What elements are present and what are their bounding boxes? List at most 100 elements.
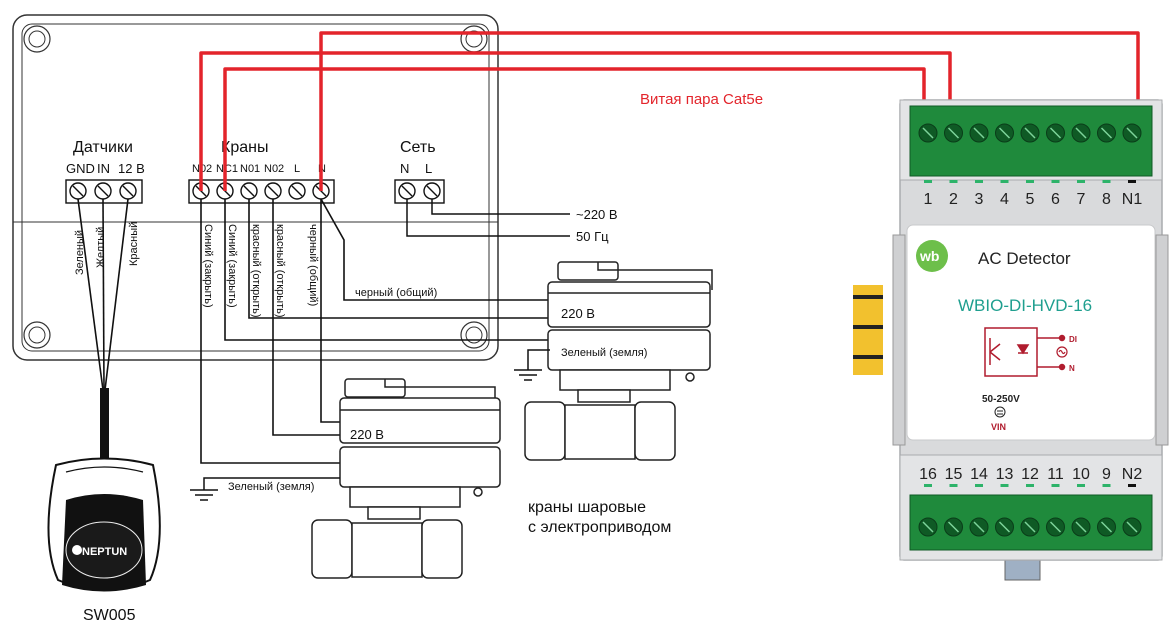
top-terminal-1: 1 bbox=[924, 191, 933, 208]
optocoupler-icon bbox=[984, 327, 1066, 377]
valve-terminals bbox=[188, 179, 335, 204]
terminal-screw-slot bbox=[973, 127, 985, 139]
module-title: AC Detector bbox=[978, 249, 1071, 268]
top-terminal-7: 7 bbox=[1077, 191, 1086, 208]
twisted-pair-wires bbox=[199, 31, 1140, 191]
ground-symbol-icon bbox=[994, 406, 1006, 418]
sensor-wire-green: Зеленый bbox=[74, 230, 86, 275]
bottom-terminal-screws bbox=[918, 517, 1142, 537]
status-led bbox=[924, 180, 932, 183]
terminal-screw-slot bbox=[1100, 521, 1113, 533]
ball-valve-icon bbox=[311, 378, 501, 579]
valve2-voltage: 220 В bbox=[350, 427, 384, 442]
terminal-screw-slot bbox=[1075, 521, 1087, 533]
bottom-terminal-N2: N2 bbox=[1122, 466, 1143, 483]
bottom-terminal-10: 10 bbox=[1072, 466, 1090, 483]
terminal-screw-slot bbox=[1126, 521, 1138, 533]
valves-group-title: Краны bbox=[221, 139, 268, 156]
terminal-screw-slot bbox=[1049, 127, 1062, 139]
sensor-wire-red: Красный bbox=[128, 222, 140, 266]
valves-caption-line1: краны шаровые bbox=[528, 499, 646, 516]
sensors-group-title: Датчики bbox=[73, 139, 133, 156]
status-led bbox=[1000, 484, 1009, 487]
terminal-screw-slot bbox=[1049, 521, 1062, 533]
power-voltage: ~220 В bbox=[576, 207, 618, 222]
terminal-screw-slot bbox=[1024, 521, 1036, 533]
bottom-terminal-16: 16 bbox=[919, 466, 937, 483]
terminal-screw-slot bbox=[922, 521, 934, 533]
status-led bbox=[1026, 180, 1034, 183]
terminal-screw-slot bbox=[1126, 127, 1138, 139]
sensor-cable bbox=[100, 388, 109, 463]
top-terminal-6: 6 bbox=[1051, 191, 1060, 208]
twisted-pair-label: Витая пара Cat5e bbox=[640, 91, 763, 108]
bottom-terminal-14: 14 bbox=[970, 466, 988, 483]
status-led bbox=[1102, 180, 1111, 183]
sensor-pin-in: IN bbox=[97, 161, 110, 176]
bottom-terminal-numbers: 16 15 14 13 12 11 10 9 N2 bbox=[919, 466, 1142, 487]
terminal-screw-slot bbox=[998, 127, 1011, 139]
status-led bbox=[1077, 180, 1085, 183]
terminal-screw-slot bbox=[1024, 127, 1036, 139]
sensor-wire-yellow: Желтый bbox=[95, 227, 107, 268]
ac-detector-module bbox=[853, 99, 1169, 581]
status-led bbox=[1077, 484, 1085, 487]
valve1-voltage: 220 В bbox=[561, 306, 595, 321]
valve-wire-blue-1: Синий (закрыть) bbox=[202, 224, 214, 308]
wb-logo: wb bbox=[916, 240, 948, 272]
terminal-screw-slot bbox=[947, 521, 960, 533]
ground-icon bbox=[190, 477, 340, 501]
status-led bbox=[975, 484, 983, 487]
bottom-terminal-9: 9 bbox=[1102, 466, 1111, 483]
sensor-pin-gnd: GND bbox=[66, 161, 95, 176]
terminal-screw-slot bbox=[1100, 127, 1113, 139]
sine-icon bbox=[1056, 346, 1068, 358]
valve-wire-blue-2: Синий (закрыть) bbox=[226, 224, 238, 308]
status-led bbox=[1128, 180, 1136, 183]
top-terminal-4: 4 bbox=[1000, 191, 1009, 208]
bottom-terminal-12: 12 bbox=[1021, 466, 1039, 483]
ground-icon bbox=[514, 349, 550, 381]
terminal-screw-slot bbox=[973, 521, 985, 533]
status-led bbox=[1000, 180, 1009, 183]
status-led bbox=[1026, 484, 1034, 487]
valve1-ground: Зеленый (земля) bbox=[561, 347, 647, 359]
bottom-terminal-13: 13 bbox=[996, 466, 1014, 483]
terminal-screw-slot bbox=[947, 127, 960, 139]
terminal-screw-slot bbox=[998, 521, 1011, 533]
network-group-title: Сеть bbox=[400, 139, 436, 156]
status-led bbox=[1051, 484, 1060, 487]
symbol-label-n: N bbox=[1069, 364, 1075, 373]
top-terminal-3: 3 bbox=[975, 191, 984, 208]
bottom-terminal-11: 11 bbox=[1047, 466, 1064, 483]
terminal-screw-slot bbox=[922, 127, 934, 139]
network-pin-l: L bbox=[425, 161, 432, 176]
network-terminals bbox=[394, 179, 445, 204]
bottom-terminal-15: 15 bbox=[945, 466, 963, 483]
valve-pin-n02b: N02 bbox=[264, 163, 284, 175]
valves-caption-line2: с электроприводом bbox=[528, 519, 671, 536]
vin-label: VIN bbox=[991, 422, 1006, 432]
power-wires bbox=[406, 199, 570, 237]
valve-wires bbox=[200, 198, 550, 464]
valve-common-label: черный (общий) bbox=[355, 287, 437, 299]
status-led bbox=[949, 180, 958, 183]
top-terminal-screws bbox=[918, 123, 1142, 143]
status-led bbox=[1128, 484, 1136, 487]
sensor-brand: NEPTUN bbox=[82, 546, 127, 558]
valve-pin-l: L bbox=[294, 163, 300, 175]
top-terminal-N1: N1 bbox=[1122, 191, 1143, 208]
status-led bbox=[949, 484, 958, 487]
sensor-model: SW005 bbox=[83, 607, 136, 624]
status-led bbox=[975, 180, 983, 183]
valve-pin-n01: N01 bbox=[240, 163, 260, 175]
valve-wire-black: черный (общий) bbox=[307, 224, 319, 306]
status-led bbox=[924, 484, 932, 487]
symbol-label-di: DI bbox=[1069, 335, 1077, 344]
sensor-puck-icon: NEPTUN bbox=[47, 457, 161, 592]
top-terminal-2: 2 bbox=[949, 191, 958, 208]
sensor-wires bbox=[77, 198, 129, 391]
module-model: WBIO-DI-HVD-16 bbox=[958, 296, 1092, 315]
